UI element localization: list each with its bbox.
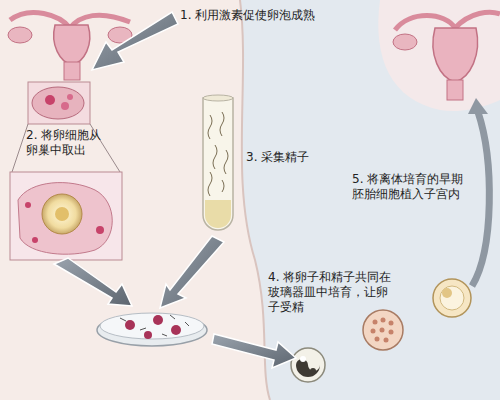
step-label: 5. 将离体培育的早期胚胎细胞植入子宫内 — [352, 172, 470, 202]
test-tube — [203, 95, 233, 230]
flow-arrows — [54, 12, 296, 368]
uterus-right — [393, 12, 500, 100]
right-body-region — [378, 0, 500, 111]
step-label: 3. 采集精子 — [246, 150, 309, 165]
step-label: 4. 将卵子和精子共同在玻璃器皿中培育，让卵子受精 — [268, 270, 396, 315]
uterus-left — [8, 12, 132, 80]
arrow-implant-head — [468, 98, 488, 114]
step-label: 2. 将卵细胞从卵巢中取出 — [26, 128, 108, 158]
arrow-dish — [212, 334, 296, 368]
arrow-egg — [54, 258, 132, 306]
ovary-closeup — [12, 82, 120, 172]
arrow-sperm — [160, 236, 224, 308]
body-outline — [240, 0, 270, 400]
arrow-hormone — [92, 12, 178, 70]
step-label: 1. 利用激素促使卵泡成熟 — [180, 8, 315, 23]
egg-cell-zoom — [10, 172, 122, 260]
arrow-implant — [472, 112, 489, 286]
petri-dish — [97, 313, 207, 346]
